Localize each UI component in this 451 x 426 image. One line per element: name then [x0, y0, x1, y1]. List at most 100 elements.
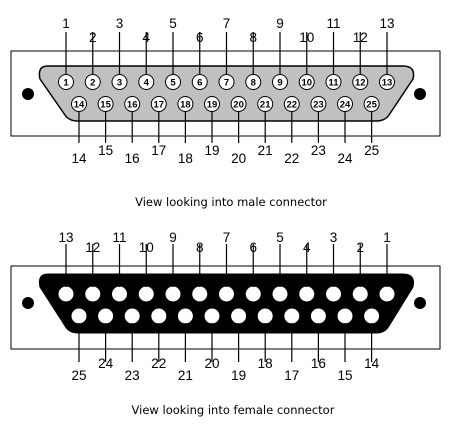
female-socket-number-bottom: 20	[204, 356, 219, 371]
female-socket-number-bottom: 18	[258, 356, 273, 371]
male-pin-inner-number: 7	[224, 78, 229, 89]
male-pin-number-top: 4	[142, 30, 150, 45]
male-pin-inner-number: 16	[127, 100, 138, 111]
female-socket-number-bottom: 14	[364, 356, 380, 371]
male-pin-labels: 1234567891011121314151617181920212223242…	[62, 16, 394, 166]
female-mounting-hole-right	[414, 297, 426, 309]
female-socket-number-bottom: 21	[178, 368, 193, 383]
female-connector: 1312111098765432125242322212019181716151…	[10, 230, 441, 417]
male-pin-inner-number: 8	[251, 78, 256, 89]
male-pin-inner-number: 10	[301, 78, 312, 89]
male-pin-inner-number: 4	[144, 78, 150, 89]
female-socket	[218, 285, 235, 303]
female-socket	[164, 285, 182, 303]
male-pin-number-top: 13	[379, 16, 394, 31]
male-pin-number-top: 12	[353, 30, 368, 45]
female-socket-number-top: 1	[383, 230, 391, 245]
male-mounting-hole-right	[414, 88, 426, 100]
male-pin-inner-number: 5	[170, 78, 176, 89]
female-socket-number-bottom: 25	[71, 368, 86, 383]
female-caption: View looking into female connector	[132, 403, 335, 417]
female-pin-labels: 1312111098765432125242322212019181716151…	[58, 230, 390, 383]
female-socket	[271, 285, 289, 303]
male-pin-inner-number: 2	[90, 78, 95, 89]
female-socket-number-top: 12	[85, 240, 100, 255]
male-pin-inner-number: 12	[355, 78, 366, 89]
female-socket-number-top: 10	[139, 240, 154, 255]
male-pin-inner-number: 24	[340, 100, 351, 111]
male-pin-number-bottom: 25	[364, 143, 379, 158]
male-pin-number-bottom: 20	[231, 151, 246, 166]
female-socket	[230, 307, 248, 325]
male-pin-number-top: 6	[196, 30, 204, 45]
female-socket	[84, 285, 102, 303]
male-pin-inner-number: 1	[63, 78, 69, 89]
female-socket-number-top: 11	[112, 230, 126, 245]
female-socket-number-top: 4	[303, 240, 311, 255]
female-socket-number-bottom: 19	[231, 368, 246, 383]
male-pin-inner-number: 11	[328, 78, 339, 89]
male-pin-inner-number: 23	[313, 100, 324, 111]
male-pin-number-top: 5	[169, 16, 177, 31]
female-socket-number-bottom: 16	[311, 356, 326, 371]
female-socket	[309, 307, 327, 325]
male-pin-number-bottom: 22	[284, 151, 299, 166]
male-pin-number-bottom: 16	[125, 151, 140, 166]
female-socket-number-top: 2	[356, 240, 364, 255]
male-pin-number-bottom: 14	[71, 151, 87, 166]
female-socket-number-top: 8	[196, 240, 204, 255]
female-socket	[244, 285, 262, 303]
male-pin-inner-number: 15	[100, 100, 111, 111]
male-pin-number-top: 8	[249, 30, 257, 45]
male-pin-number-top: 2	[89, 30, 97, 45]
female-socket	[378, 285, 396, 303]
male-pin-number-bottom: 21	[258, 143, 273, 158]
female-socket-number-bottom: 15	[337, 368, 352, 383]
female-socket-number-top: 7	[223, 230, 231, 245]
male-pin-inner-number: 19	[207, 100, 218, 111]
male-pin-inner-number: 6	[197, 78, 202, 89]
male-pin-number-bottom: 17	[151, 143, 166, 158]
male-pin-number-top: 10	[299, 30, 314, 45]
male-pin-inner-number: 18	[180, 100, 191, 111]
male-pin-inner-number: 22	[287, 100, 298, 111]
female-socket	[150, 307, 168, 325]
female-socket	[256, 307, 274, 325]
female-socket-number-bottom: 17	[284, 368, 299, 383]
female-socket	[363, 307, 381, 325]
female-socket	[111, 285, 128, 303]
male-pin-number-top: 3	[116, 16, 124, 31]
female-socket-number-bottom: 23	[125, 368, 140, 383]
female-socket	[203, 307, 221, 325]
female-socket	[123, 307, 141, 325]
male-pin-inner-number: 14	[74, 100, 85, 111]
male-pin-number-bottom: 18	[178, 151, 193, 166]
male-pin-number-top: 1	[62, 16, 70, 31]
male-pin-number-bottom: 23	[311, 143, 326, 158]
male-pin-number-bottom: 15	[98, 143, 113, 158]
male-mounting-hole-left	[22, 88, 34, 100]
female-socket	[283, 307, 301, 325]
male-pin-inner-number: 9	[277, 78, 282, 89]
female-socket	[191, 285, 209, 303]
female-socket-number-top: 9	[169, 230, 177, 245]
female-socket	[336, 307, 354, 325]
female-socket	[176, 307, 194, 325]
female-socket	[351, 285, 369, 303]
male-pin-inner-number: 25	[366, 100, 377, 111]
male-pin-number-bottom: 19	[204, 143, 219, 158]
male-pin-inner-number: 21	[260, 100, 271, 111]
female-socket	[137, 285, 155, 303]
male-pin-number-top: 9	[276, 16, 284, 31]
female-socket	[97, 307, 115, 325]
female-socket-number-bottom: 24	[98, 356, 114, 371]
male-pin-inner-number: 13	[382, 78, 393, 89]
male-pin-number-top: 11	[326, 16, 340, 31]
female-socket-number-top: 13	[58, 230, 73, 245]
female-socket	[70, 307, 88, 325]
female-socket	[298, 285, 316, 303]
female-mounting-hole-left	[22, 297, 34, 309]
male-pin-number-bottom: 24	[337, 151, 353, 166]
